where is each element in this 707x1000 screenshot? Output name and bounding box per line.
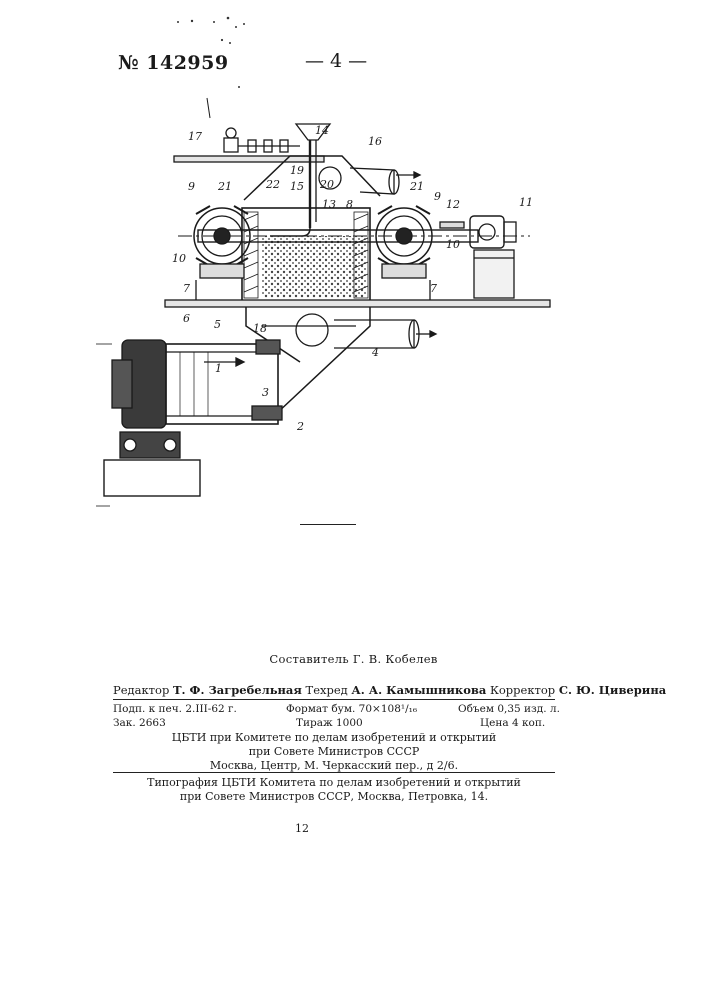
coupling [440, 222, 464, 228]
signed-to-print: Подп. к печ. 2.III-62 г. [113, 703, 237, 715]
ref-1: 1 [215, 362, 222, 375]
hopper-right-wall [276, 307, 370, 414]
ref-18: 18 [253, 322, 267, 335]
ref-7a: 7 [183, 282, 190, 295]
ref-15: 15 [290, 180, 304, 193]
org-line-1: ЦБТИ при Комитете по делам изобретений и… [113, 731, 555, 744]
org-address: Москва, Центр, М. Черкасский пер., д 2/6… [113, 759, 555, 772]
volume: Объем 0,35 изд. л. [458, 703, 560, 715]
ref-11: 11 [519, 196, 533, 209]
scan-specks [177, 17, 245, 88]
technical-drawing: 1 2 3 4 5 6 7 7 8 9 9 10 10 11 12 13 14 … [0, 0, 707, 540]
left-bearing-housing [194, 206, 250, 278]
drum-seal-top [256, 340, 280, 354]
techred-label: Техред [306, 683, 348, 697]
ref-10b: 10 [446, 238, 460, 251]
ref-17: 17 [188, 130, 202, 143]
ref-7b: 7 [430, 282, 437, 295]
ref-5: 5 [214, 318, 221, 331]
rotary-drum [112, 340, 282, 428]
upper-platform [174, 156, 324, 162]
ref-13: 13 [322, 198, 336, 211]
editor-label: Редактор [113, 683, 169, 697]
printer-line-1: Типография ЦБТИ Комитета по делам изобре… [113, 776, 555, 789]
circulation: Тираж 1000 [296, 717, 363, 729]
paper-format: Формат бум. 70×108¹/₁₆ [286, 703, 417, 715]
price: Цена 4 коп. [480, 717, 545, 729]
editor-name: Т. Ф. Загребельная [173, 683, 302, 697]
right-bearing-housing [376, 206, 432, 278]
ref-12: 12 [446, 198, 460, 211]
ref-22: 22 [265, 178, 280, 191]
motor-11 [470, 216, 516, 298]
divider-bottom [113, 772, 555, 773]
ref-20: 20 [319, 178, 334, 191]
scan-mark [207, 98, 210, 118]
corrector-name: С. Ю. Циверина [559, 683, 666, 697]
lower-outlet-pipe [334, 320, 414, 348]
ref-16: 16 [368, 135, 382, 148]
ref-10a: 10 [172, 252, 186, 265]
separator-rule [300, 524, 356, 525]
floor-platform [165, 300, 550, 307]
granular-fill [262, 236, 366, 298]
ref-8: 8 [346, 198, 353, 211]
ref-21a: 21 [217, 180, 232, 193]
discharge-valve [296, 314, 328, 346]
top-drive [224, 128, 300, 152]
compiler-line: Составитель Г. В. Кобелев [0, 652, 707, 666]
corrector-label: Корректор [490, 683, 555, 697]
order-number: Зак. 2663 [113, 717, 166, 729]
ref-9b: 9 [434, 190, 441, 203]
credits-line: Редактор Т. Ф. Загребельная Техред А. А.… [113, 683, 666, 697]
ref-6: 6 [183, 312, 190, 325]
ref-19: 19 [290, 164, 304, 177]
motor-stand [474, 250, 514, 298]
ref-21b: 21 [409, 180, 424, 193]
drum-support [104, 432, 200, 496]
ref-4: 4 [371, 346, 379, 359]
folio-number: 12 [295, 822, 309, 835]
printer-line-2: при Совете Министров СССР, Москва, Петро… [113, 790, 555, 803]
org-line-2: при Совете Министров СССР [113, 745, 555, 758]
ref-2: 2 [296, 420, 304, 433]
techred-name: А. А. Камышникова [351, 683, 486, 697]
drum-seal-bottom [252, 406, 282, 420]
ref-9a: 9 [188, 180, 195, 193]
divider-top [113, 699, 555, 700]
ref-14: 14 [315, 124, 329, 137]
ref-3: 3 [262, 386, 269, 399]
